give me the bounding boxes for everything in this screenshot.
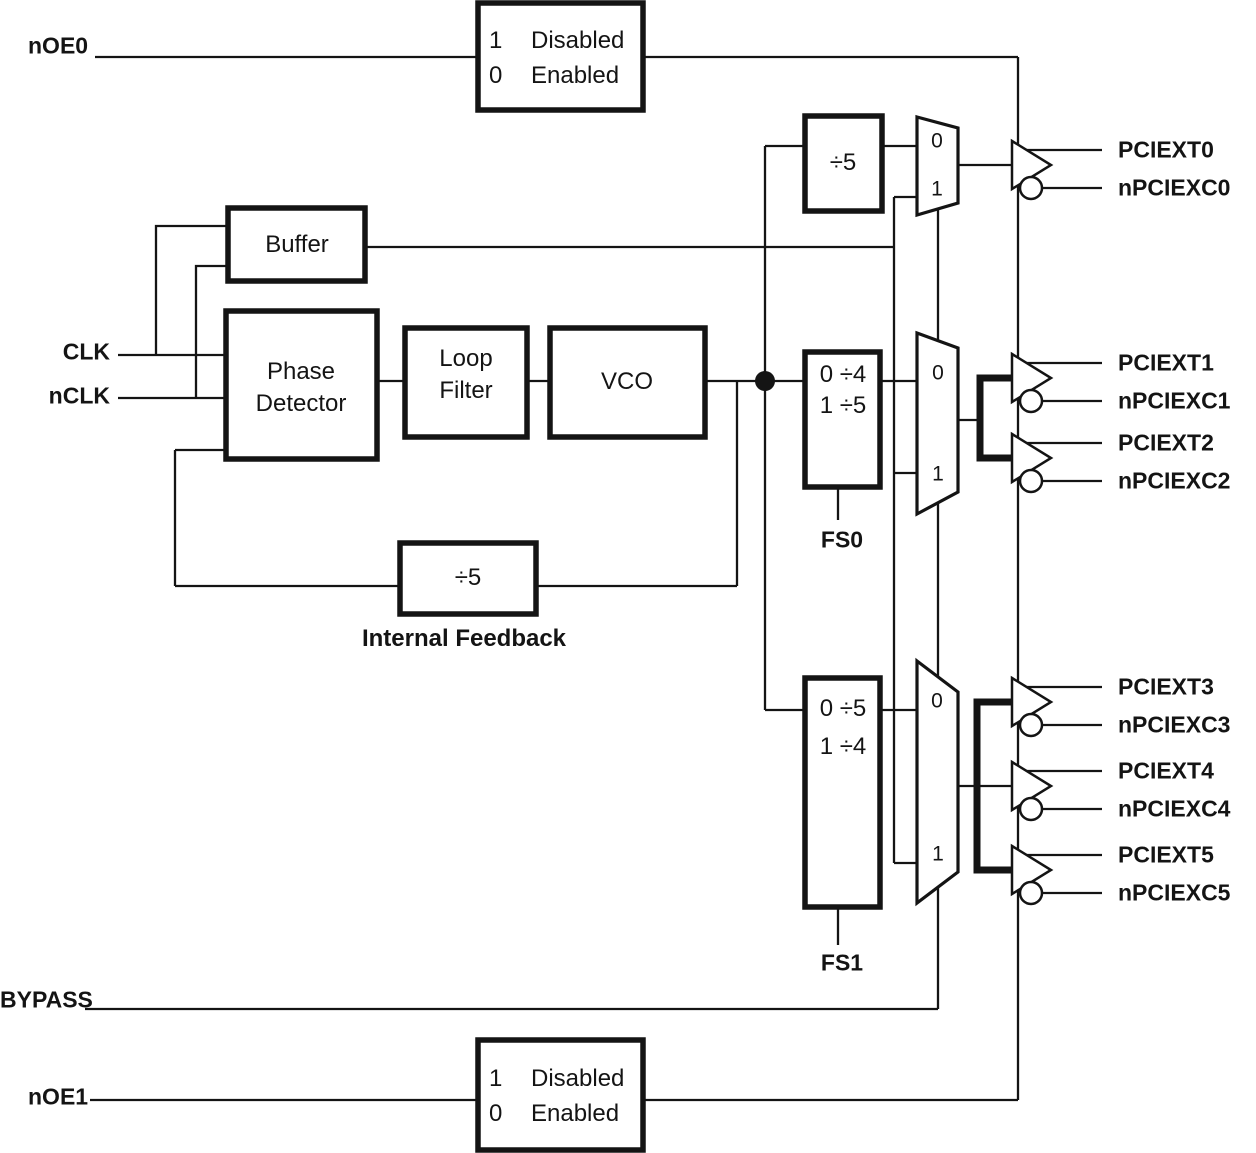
input-label-nclk: nCLK [48,382,110,409]
output-buffers [1010,138,1054,906]
fs1-divider-row-1: 1 ÷4 [819,733,867,760]
fs1-select-label: FS1 [820,949,864,976]
mux-2 [915,330,960,517]
enable-bottom-word-enabled: Enabled [531,1100,620,1127]
invert-bubble-2 [1018,468,1044,494]
fanout-bracket-2 [973,698,1012,874]
output-label-npciexc2: nPCIEXC2 [1118,467,1231,494]
fs1-divider-row-0: 0 ÷5 [819,695,867,722]
fs0-divider-row-1: 1 ÷5 [819,392,867,419]
mux2-in1-label: 1 [932,462,944,486]
input-label-clk: CLK [62,338,110,365]
invert-bubble-0 [1018,175,1044,201]
blocks [223,0,885,1153]
mux3-in1-label: 1 [932,842,944,866]
enable-top-row-disabled: 1 Disabled [489,27,624,55]
enable-top-word-enabled: Enabled [531,62,620,89]
wires [85,55,1102,1102]
fanout-bracket-1 [976,374,1012,462]
mux-3 [915,657,960,907]
enable-top-word-disabled: Disabled [531,27,625,54]
loop-filter-box [402,325,530,440]
input-label-noe0: nOE0 [28,32,89,59]
enable-top-bit-1: 1 [489,27,503,54]
vco-node-dot [755,371,775,391]
mux3-in0-label: 0 [931,689,943,713]
output-label-pciext0: PCIEXT0 [1118,136,1214,163]
input-label-bypass: BYPASS [0,986,93,1013]
invert-bubble-1 [1018,388,1044,414]
mux1-in0-label: 0 [931,129,943,153]
wire-nclk-to-buffer [194,264,230,398]
muxes [915,114,960,907]
enable-bottom-bit-0: 0 [489,1100,503,1127]
divider-top-label: ÷5 [829,149,857,176]
enable-bottom-word-disabled: Disabled [531,1065,625,1092]
wire-clk-to-buffer [154,224,230,355]
enable-box-bottom [475,1037,646,1153]
fs0-select-label: FS0 [820,526,864,553]
fs0-divider-row-0: 0 ÷4 [819,361,867,388]
mux2-in0-label: 0 [932,361,944,385]
buffer-label: Buffer [265,231,329,258]
mux-1 [915,114,960,218]
enable-bottom-row-enabled: 0 Enabled [489,1100,619,1128]
divider-top-box [802,113,885,214]
invert-bubble-5 [1018,880,1044,906]
internal-feedback-caption: Internal Feedback [361,625,567,652]
output-label-npciexc4: nPCIEXC4 [1118,795,1231,822]
output-label-npciexc0: nPCIEXC0 [1118,174,1231,201]
enable-top-bit-0: 0 [489,62,503,89]
output-label-pciext5: PCIEXT5 [1118,841,1214,868]
enable-bottom-bit-1: 1 [489,1065,503,1092]
phase-detector-box [223,308,380,462]
output-label-npciexc1: nPCIEXC1 [1118,387,1231,414]
mux1-in1-label: 1 [931,177,943,201]
enable-top-row-enabled: 0 Enabled [489,62,619,90]
enable-box-top [475,0,646,113]
output-label-pciext2: PCIEXT2 [1118,429,1214,456]
feedback-divider-label: ÷5 [454,564,482,591]
feedback-divider-box [397,540,539,617]
output-label-npciexc5: nPCIEXC5 [1118,879,1231,906]
invert-bubble-4 [1018,796,1044,822]
vco-label: VCO [600,368,654,395]
output-label-npciexc3: nPCIEXC3 [1118,711,1231,738]
input-label-noe1: nOE1 [28,1083,89,1110]
output-label-pciext1: PCIEXT1 [1118,349,1214,376]
fs0-divider-box [802,349,883,490]
invert-bubble-3 [1018,712,1044,738]
output-label-pciext4: PCIEXT4 [1118,757,1214,784]
fs1-divider-box [802,675,883,910]
enable-bottom-row-disabled: 1 Disabled [489,1065,624,1093]
vco-box [547,325,708,440]
output-label-pciext3: PCIEXT3 [1118,673,1214,700]
buffer-box [225,205,368,284]
